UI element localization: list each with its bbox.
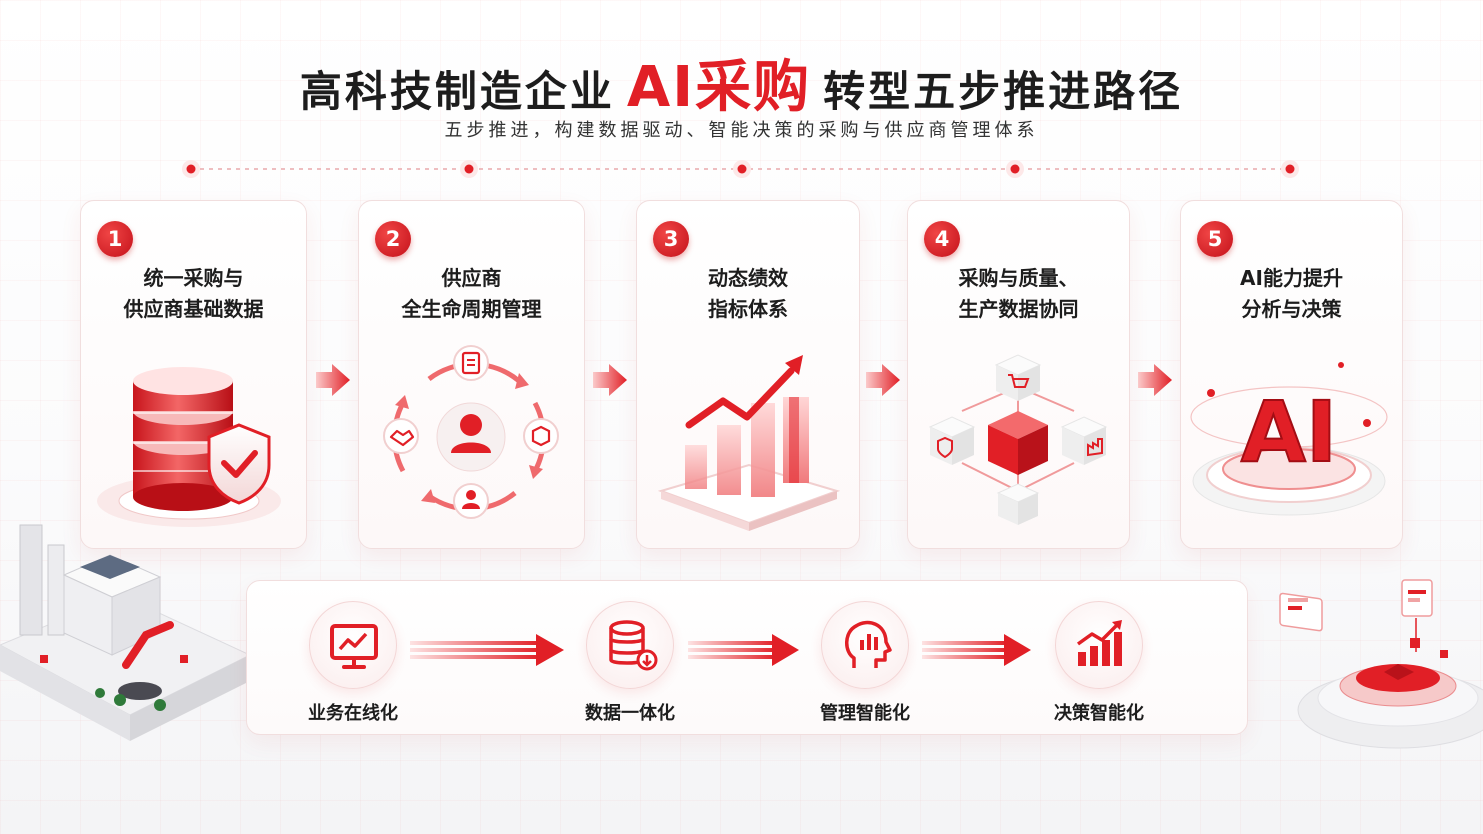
head-chart-icon <box>845 620 892 668</box>
cube-cart <box>994 354 1042 401</box>
outcome-icon-wrap <box>586 601 674 689</box>
title-prefix: 高科技制造企业 <box>299 67 615 116</box>
cube-factory <box>1060 416 1108 465</box>
monitor-chart-icon <box>330 624 378 669</box>
step-title: 动态绩效 指标体系 <box>637 263 859 325</box>
step-title-line2: 分析与决策 <box>1241 297 1342 321</box>
step-title: 供应商 全生命周期管理 <box>359 263 584 325</box>
ai-platform-icon: AI <box>1190 362 1388 516</box>
outcome-icon-wrap <box>309 601 397 689</box>
step-number-badge: 3 <box>653 221 689 257</box>
step-card-2: 2 供应商 全生命周期管理 <box>358 200 585 549</box>
outcome-label: 决策智能化 <box>1054 703 1144 724</box>
step-title: 统一采购与 供应商基础数据 <box>81 263 306 325</box>
data-platform-illustration-icon <box>1279 579 1483 749</box>
step-card-1: 1 统一采购与 供应商基础数据 <box>80 200 307 549</box>
step-arrow-icon <box>1138 364 1172 396</box>
timeline-dot <box>1006 160 1024 178</box>
step-title-line1: AI能力提升 <box>1240 266 1343 290</box>
outcome-label: 管理智能化 <box>820 703 910 724</box>
factory-illustration-icon <box>0 524 250 741</box>
step-title-line1: 供应商 <box>441 266 502 290</box>
outcome-label: 数据一体化 <box>585 703 675 724</box>
cube-center <box>988 411 1048 475</box>
cube-network-icon <box>928 354 1108 525</box>
cube-shield <box>928 416 976 465</box>
step-title-line2: 全生命周期管理 <box>401 297 542 321</box>
growth-bar-chart-icon <box>657 355 841 531</box>
bar-trend-icon <box>1076 620 1122 666</box>
timeline-dot <box>1281 160 1299 178</box>
step-title: AI能力提升 分析与决策 <box>1181 263 1402 325</box>
step-card-3: 3 动态绩效 指标体系 <box>636 200 860 549</box>
step-card-4: 4 采购与质量、 生产数据协同 <box>907 200 1130 549</box>
title-accent: AI采购 <box>626 55 812 120</box>
timeline-dot <box>733 160 751 178</box>
step-arrow-icon <box>593 364 627 396</box>
step-title-line1: 采购与质量、 <box>958 266 1079 290</box>
step-card-5: 5 AI能力提升 分析与决策 AI <box>1180 200 1403 549</box>
step-number-badge: 1 <box>97 221 133 257</box>
step-title-line1: 动态绩效 <box>708 266 788 290</box>
ai-badge-text: AI <box>1241 383 1337 481</box>
step-arrow-icon <box>316 364 350 396</box>
timeline-dot <box>460 160 478 178</box>
step-number-badge: 4 <box>924 221 960 257</box>
outcome-arrow-icon <box>688 634 799 666</box>
outcome-icon-wrap <box>1055 601 1143 689</box>
outcome-arrow-icon <box>410 634 564 666</box>
outcome-icon-wrap <box>821 601 909 689</box>
step-timeline <box>0 158 1483 180</box>
step-arrow-icon <box>866 364 900 396</box>
outcome-label: 业务在线化 <box>308 703 398 724</box>
cube-bottom <box>996 483 1040 525</box>
step-title-line2: 指标体系 <box>708 297 788 321</box>
step-title-line2: 供应商基础数据 <box>123 297 264 321</box>
step-title: 采购与质量、 生产数据协同 <box>908 263 1129 325</box>
title-suffix: 转型五步推进路径 <box>823 67 1184 116</box>
lifecycle-cycle-icon <box>383 345 559 519</box>
page-subtitle: 五步推进，构建数据驱动、智能决策的采购与供应商管理体系 <box>444 120 1039 141</box>
database-shield-icon <box>97 367 281 527</box>
step-number-badge: 5 <box>1197 221 1233 257</box>
timeline-dot <box>182 160 200 178</box>
database-download-icon <box>609 620 658 671</box>
step-title-line1: 统一采购与 <box>143 266 244 290</box>
outcome-arrow-icon <box>922 634 1031 666</box>
step-title-line2: 生产数据协同 <box>958 297 1079 321</box>
step-number-badge: 2 <box>375 221 411 257</box>
